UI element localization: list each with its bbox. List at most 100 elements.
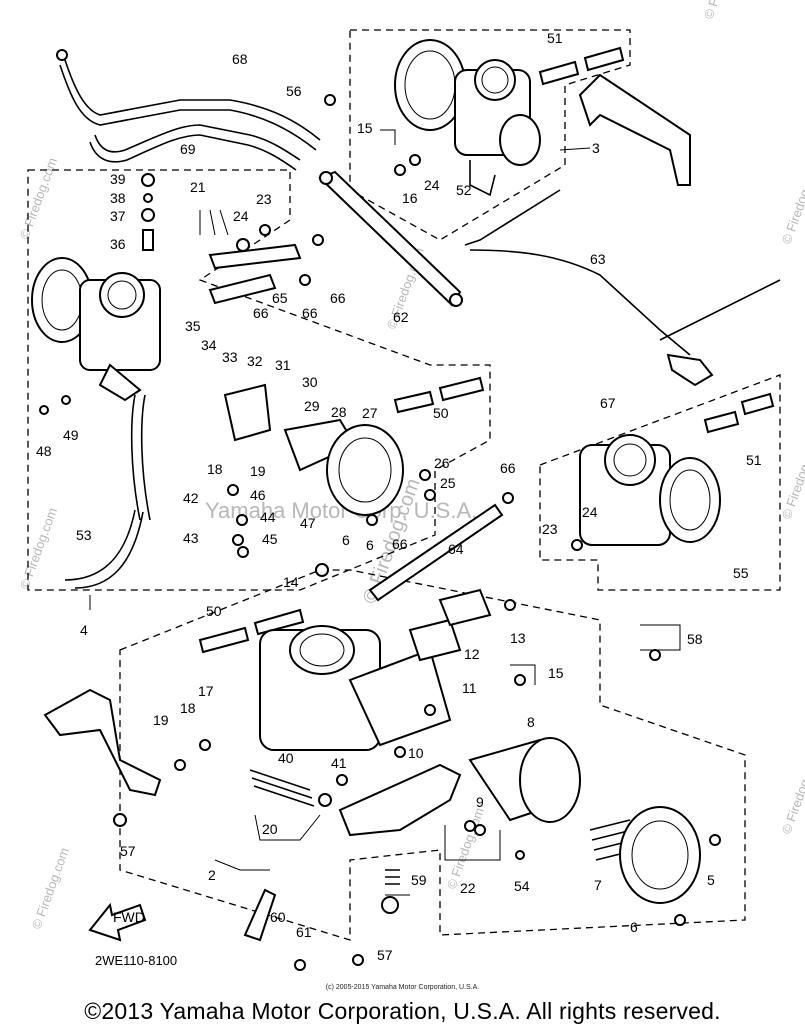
callout-12: 12 [464,646,480,662]
callout-25: 25 [440,475,456,491]
carb-right-bore [604,434,656,486]
callout-15-a: 15 [357,120,373,136]
callout-59: 59 [411,872,427,888]
callout-6-b: 6 [630,919,638,935]
carb-bottom-venturi [348,648,452,747]
callout-37: 37 [110,208,126,224]
leader-lines [89,129,681,896]
callout-40: 40 [278,750,294,766]
callout-66-a: 66 [330,290,346,306]
callout-19-b: 19 [153,712,169,728]
callout-34: 34 [201,337,217,353]
callout-32: 32 [247,353,263,369]
carb-left-bore [99,272,145,318]
callout-2: 2 [208,867,216,883]
callout-22: 22 [460,880,476,896]
callout-39: 39 [110,171,126,187]
outline-assembly-3 [349,29,631,241]
callout-38: 38 [110,190,126,206]
callout-28: 28 [331,404,347,420]
carb-top-bore [474,59,516,101]
callout-69: 69 [180,141,196,157]
small-copyright: (c) 2005-2015 Yamaha Motor Corporation, … [325,984,480,991]
fwd-arrow: FWD [88,902,147,942]
watermark-top-right: © Firedog.com [701,0,744,21]
callout-63: 63 [590,251,606,267]
callout-31: 31 [275,357,291,373]
callout-53: 53 [76,527,92,543]
callout-11: 11 [462,680,477,696]
hose-fitting [56,49,68,61]
fwd-label: FWD [113,909,145,925]
callout-64: 64 [448,541,464,557]
callout-14: 14 [283,574,299,590]
callout-30: 30 [302,374,318,390]
callout-55: 55 [733,565,749,581]
fuel-hoses [56,49,321,171]
carb-bottom-bore [289,625,355,675]
callout-23-a: 23 [256,191,272,207]
callout-35: 35 [185,318,201,334]
callout-66-d: 66 [500,460,516,476]
callout-62: 62 [393,309,409,325]
callout-19-a: 19 [250,463,266,479]
watermark-right-2: © Firedog.com [779,436,805,521]
callout-23-b: 23 [542,521,558,537]
callout-54: 54 [514,878,530,894]
callout-18-a: 18 [207,461,223,477]
callout-51-b: 51 [746,452,762,468]
callout-16: 16 [402,190,418,206]
piston-spring [468,737,701,904]
callout-9: 9 [476,794,484,810]
callout-61: 61 [296,924,312,940]
watermark-mid-2: © Firedog.com [444,806,487,891]
carburetor-right [579,434,721,546]
lever-60 [243,869,400,942]
part-12 [408,618,462,662]
callout-7: 7 [594,877,602,893]
watermark-left-3: © Firedog.com [29,846,72,931]
hose-69-outer [89,134,297,171]
tubes-51 [538,46,775,434]
callout-58: 58 [687,631,703,647]
spring-7 [589,819,637,861]
carburetor-left [31,257,161,521]
callout-27: 27 [362,405,378,421]
callout-4: 4 [80,622,88,638]
diaphragm-8 [519,737,581,823]
callout-17: 17 [198,683,214,699]
throttle-rod-63 [464,189,781,387]
callout-24-b: 24 [424,177,440,193]
part-18 [223,383,272,442]
callout-5: 5 [707,872,715,888]
carburetor-bottom [259,588,492,751]
carb-top-bowl [499,114,541,166]
watermark-right-1: © Firedog.com [779,161,805,246]
callout-24-c: 24 [582,504,598,520]
callout-21: 21 [190,179,206,195]
outline-assembly-4 [27,169,491,591]
callout-15-b: 15 [548,665,564,681]
callout-50-a: 50 [433,405,449,421]
callout-33: 33 [222,349,238,365]
callout-51-a: 51 [547,30,563,46]
callout-66-b: 66 [253,305,269,321]
spring-20 [249,769,332,807]
callout-8: 8 [527,714,535,730]
callout-42: 42 [183,490,199,506]
callout-50-b: 50 [206,603,222,619]
callout-29: 29 [304,398,320,414]
callout-41: 41 [331,755,347,771]
rod-64 [368,503,504,602]
hose-69 [94,124,301,161]
bracket-10 [338,763,462,837]
group-outlines [27,29,781,941]
callout-47: 47 [300,515,316,531]
callout-10: 10 [408,745,424,761]
bracket-bottom-left [43,688,162,797]
part-13 [438,588,492,627]
hose-68 [64,59,321,141]
outline-right-carb [539,374,781,591]
callout-46: 46 [250,487,266,503]
callout-45: 45 [262,531,278,547]
